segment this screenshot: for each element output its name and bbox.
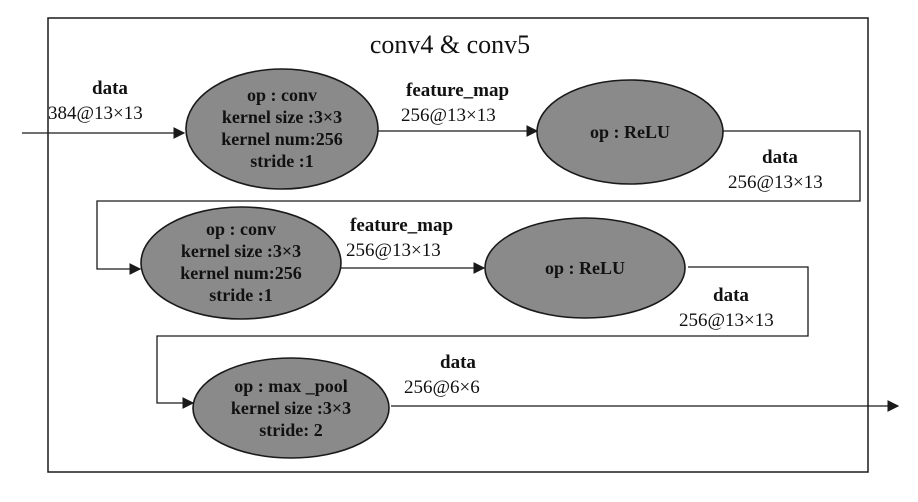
node-pool-line: kernel size :3×3 xyxy=(230,398,352,418)
edge-relu1-conv2 xyxy=(96,130,861,275)
node-conv2-line: stride :1 xyxy=(209,285,273,305)
node-relu2 xyxy=(484,217,686,319)
edge-label-relu1-conv2-shape: 256@13×13 xyxy=(728,172,823,193)
node-conv2 xyxy=(140,206,342,320)
edge-label-conv1-relu1-name: feature_map xyxy=(406,80,510,101)
node-conv2-label: op : conv kernel size :3×3 kernel num:25… xyxy=(141,218,341,306)
edge-label-input-name: data xyxy=(92,78,128,99)
edge-label-conv1-relu1-shape: 256@13×13 xyxy=(401,105,496,126)
node-conv1-line: stride :1 xyxy=(250,151,314,171)
group-frame xyxy=(47,17,869,473)
node-conv1-line: op : conv xyxy=(246,85,317,105)
edge-label-pool-output-shape: 256@6×6 xyxy=(404,377,480,398)
diagram-title: conv4 & conv5 xyxy=(369,30,531,59)
edge-label-relu1-conv2-name: data xyxy=(762,147,798,168)
node-conv1-line: kernel size :3×3 xyxy=(221,107,343,127)
node-pool-line: stride: 2 xyxy=(259,420,323,440)
node-relu2-label: op : ReLU xyxy=(485,257,685,279)
node-relu1-line: op : ReLU xyxy=(590,122,670,142)
edge-label-input-shape: 384@13×13 xyxy=(48,103,143,124)
node-conv2-line: op : conv xyxy=(205,219,276,239)
edge-label-pool-output-name: data xyxy=(440,352,476,373)
node-conv1-line: kernel num:256 xyxy=(221,129,343,149)
node-conv1-label: op : conv kernel size :3×3 kernel num:25… xyxy=(186,84,378,172)
node-relu1 xyxy=(536,79,724,185)
node-pool-label: op : max _pool kernel size :3×3 stride: … xyxy=(193,375,389,441)
node-relu2-line: op : ReLU xyxy=(545,258,625,278)
node-pool-line: op : max _pool xyxy=(234,376,348,396)
edge-label-relu2-pool-name: data xyxy=(713,285,749,306)
edge-label-conv2-relu2-shape: 256@13×13 xyxy=(346,240,441,261)
node-conv2-line: kernel num:256 xyxy=(180,263,302,283)
edge-label-conv2-relu2-name: feature_map xyxy=(350,215,454,236)
node-pool xyxy=(192,357,390,459)
node-conv2-line: kernel size :3×3 xyxy=(180,241,302,261)
edge-relu2-pool xyxy=(156,266,809,409)
edge-label-relu2-pool-shape: 256@13×13 xyxy=(679,310,774,331)
node-relu1-label: op : ReLU xyxy=(537,121,723,143)
node-conv1 xyxy=(185,68,379,190)
